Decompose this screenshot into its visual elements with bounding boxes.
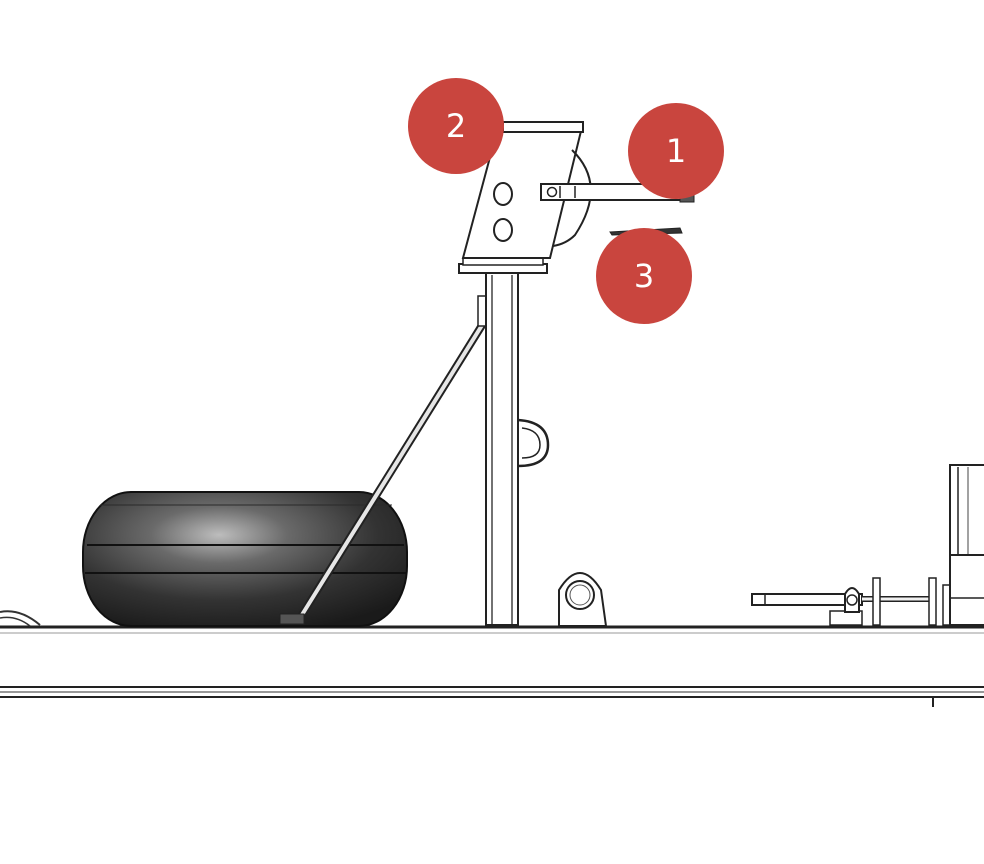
left-edge-part xyxy=(0,610,41,627)
callout-badge-1: 1 xyxy=(628,103,724,199)
tire xyxy=(82,491,408,627)
callout-badge-3: 3 xyxy=(596,228,692,324)
support-rod xyxy=(279,295,489,625)
base-frame xyxy=(0,625,984,707)
right-assembly xyxy=(751,464,984,626)
callout-badge-2: 2 xyxy=(408,78,504,174)
vertical-post xyxy=(485,272,550,626)
mounting-lug xyxy=(558,572,608,627)
